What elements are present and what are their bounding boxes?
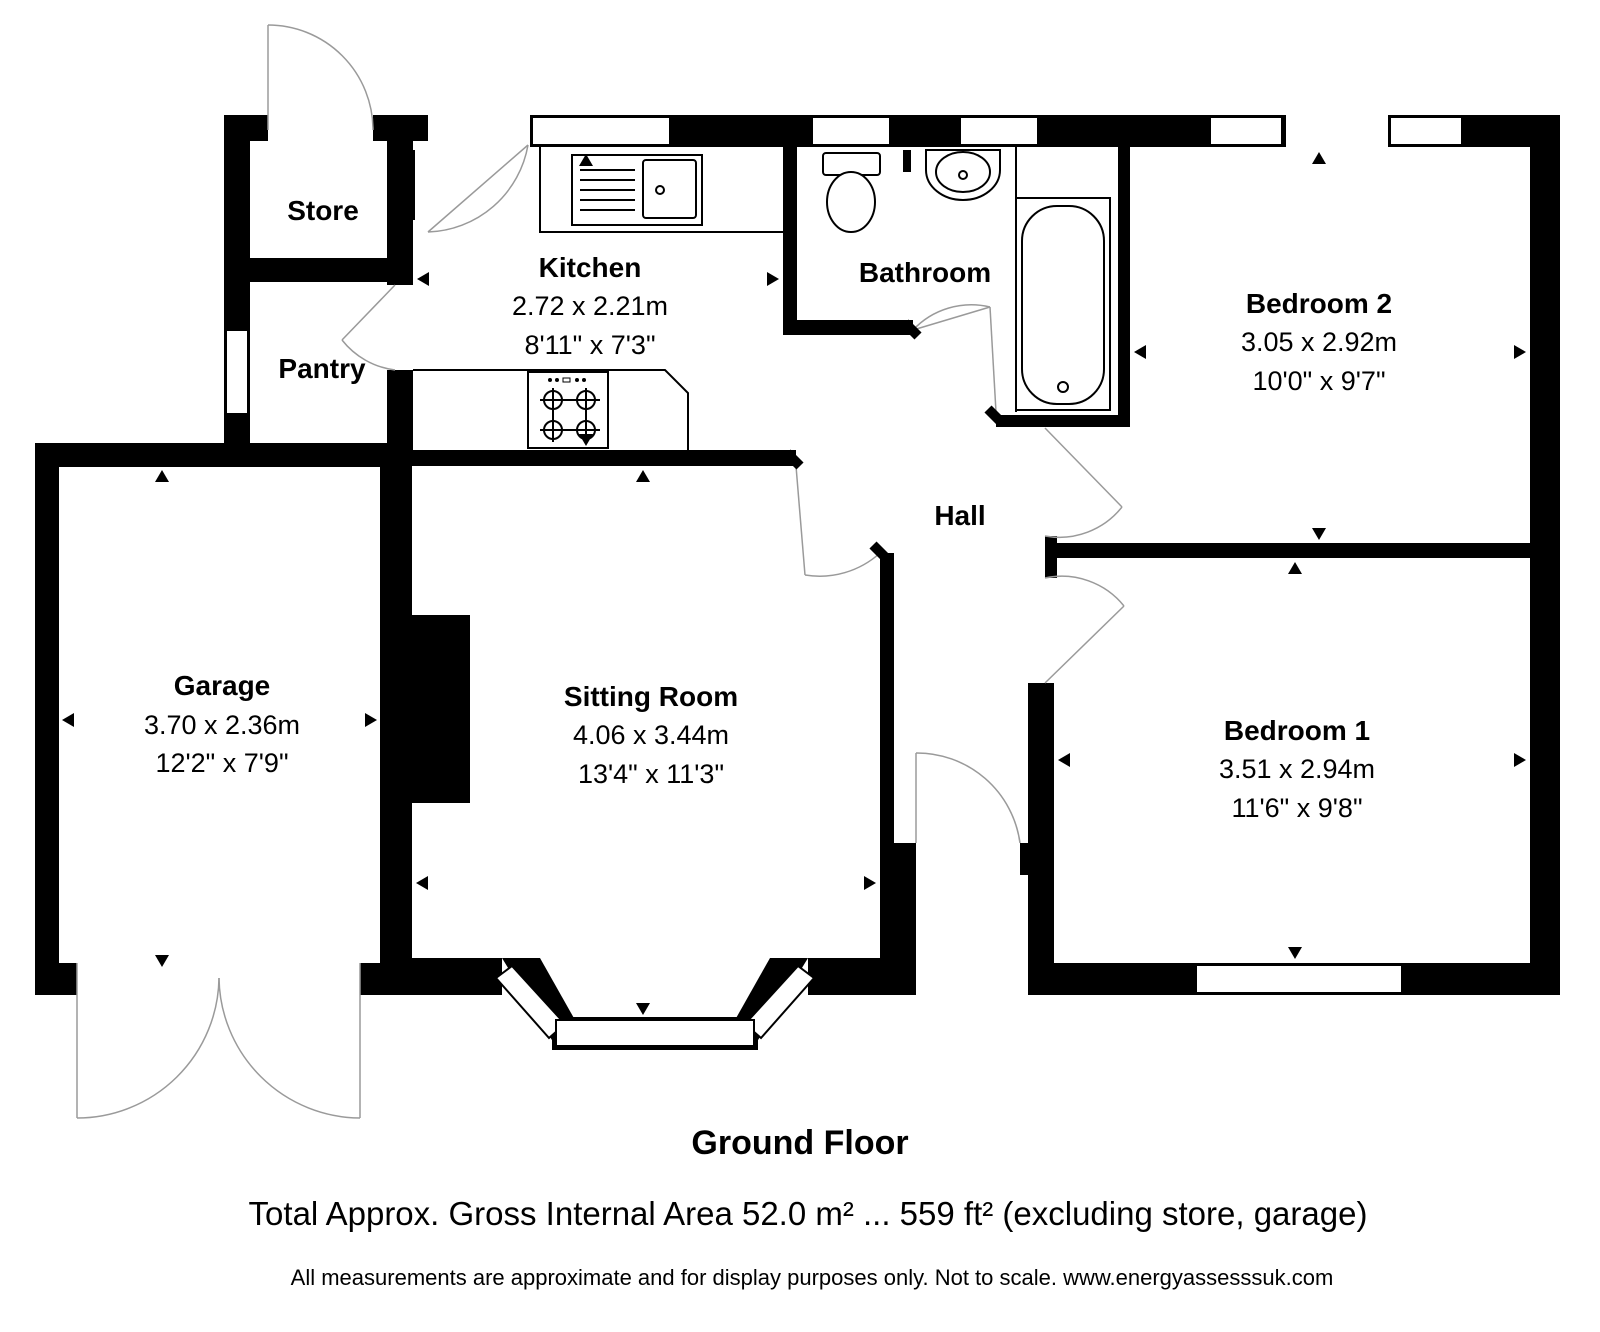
sitting-room-metric: 4.06 x 3.44m [573,720,729,750]
captions: Ground Floor Total Approx. Gross Interna… [249,1124,1368,1290]
garage-name: Garage [174,670,271,701]
floor-title: Ground Floor [691,1124,908,1162]
drainer-lines-icon [580,169,635,211]
toilet-icon [822,152,881,233]
bedroom1-name: Bedroom 1 [1224,715,1370,746]
kitchen-name: Kitchen [539,252,642,283]
kitchen-imperial: 8'11" x 7'3" [524,330,655,360]
bedroom1-imperial: 11'6" x 9'8" [1231,793,1362,823]
store-name: Store [287,195,359,226]
pantry-name: Pantry [278,353,366,384]
walls [35,115,1560,1050]
area-line: Total Approx. Gross Internal Area 52.0 m… [249,1195,1368,1232]
sitting-room-name: Sitting Room [564,681,738,712]
garage-metric: 3.70 x 2.36m [144,710,300,740]
dimension-arrows [62,152,1526,1015]
bath-icon [1015,147,1111,412]
disclaimer: All measurements are approximate and for… [291,1265,1334,1290]
hob-icon [527,371,609,449]
hall-name: Hall [934,500,985,531]
bedroom1-metric: 3.51 x 2.94m [1219,754,1375,784]
bedroom2-metric: 3.05 x 2.92m [1241,327,1397,357]
kitchen-metric: 2.72 x 2.21m [512,291,668,321]
basin-icon [925,149,1001,201]
fixtures [413,147,1111,450]
bedroom2-imperial: 10'0" x 9'7" [1252,366,1385,396]
doors [76,24,1125,1119]
room-labels: Store Pantry Hall Bathroom Kitchen 2.72 … [144,195,1397,823]
bathroom-name: Bathroom [859,257,991,288]
bedroom2-name: Bedroom 2 [1246,288,1392,319]
garage-imperial: 12'2" x 7'9" [155,748,288,778]
sitting-room-imperial: 13'4" x 11'3" [578,759,724,789]
